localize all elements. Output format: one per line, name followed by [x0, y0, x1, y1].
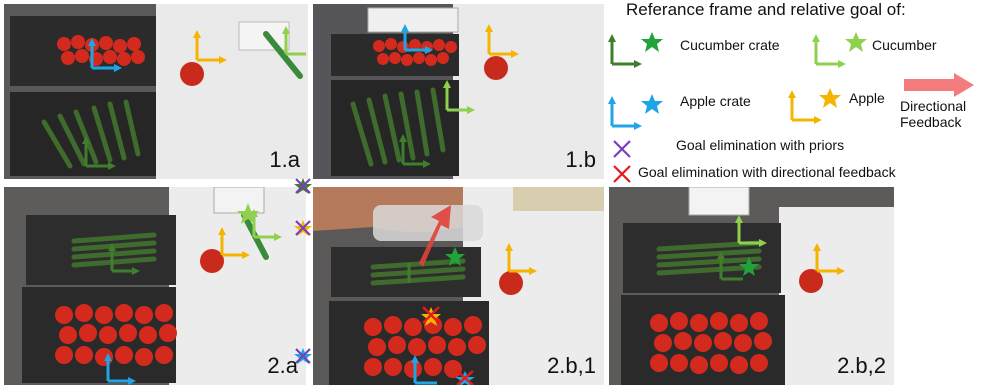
priors-elimination-x-icon	[613, 140, 631, 158]
panel-2b2-scene	[609, 187, 894, 385]
legend-apple-crate-label: Apple crate	[680, 93, 751, 109]
legend-apple-label: Apple	[849, 90, 885, 106]
directional-feedback-arrow	[419, 205, 451, 267]
panel-1b: 1.b	[313, 4, 604, 179]
panel-2a-scene	[4, 187, 306, 385]
panel-2b2: 2.b,2	[609, 187, 894, 385]
panel-1a-scene	[4, 4, 308, 179]
panel-1a: 1.a	[4, 4, 308, 179]
priors-elimination-x-icon	[295, 178, 311, 194]
legend-title: Referance frame and relative goal of:	[626, 0, 906, 19]
directional-feedback-arrow-icon	[904, 73, 974, 97]
panel-label: 1.b	[565, 147, 596, 172]
cucumber-crate-legend-icon	[608, 32, 663, 68]
apple-crate-legend-icon	[608, 94, 663, 130]
legend-cucumber-label: Cucumber	[872, 37, 937, 53]
panel-2b1-scene	[313, 187, 604, 385]
priors-elimination-x-icon	[295, 348, 311, 364]
legend-directional-feedback-label: Directional Feedback	[900, 98, 967, 130]
legend-elim-priors-label: Goal elimination with priors	[676, 137, 845, 153]
panel-label: 1.a	[269, 147, 300, 172]
priors-elimination-x-icon	[295, 220, 311, 236]
elimination-markers-column	[294, 178, 312, 364]
panel-label: 2.a	[267, 353, 298, 378]
panel-2a: 2.a	[4, 187, 306, 385]
cucumber-legend-icon	[812, 32, 867, 68]
panel-label: 2.b,1	[547, 353, 596, 378]
legend-cucumber-crate-label: Cucumber crate	[680, 37, 780, 53]
apple-legend-icon	[788, 88, 841, 124]
panel-2b1: 2.b,1	[313, 187, 604, 385]
legend-elim-directional-label: Goal elimination with directional feedba…	[638, 164, 896, 180]
panel-1b-scene	[313, 4, 604, 179]
panel-label: 2.b,2	[837, 353, 886, 378]
directional-elimination-x-icon	[613, 165, 631, 183]
